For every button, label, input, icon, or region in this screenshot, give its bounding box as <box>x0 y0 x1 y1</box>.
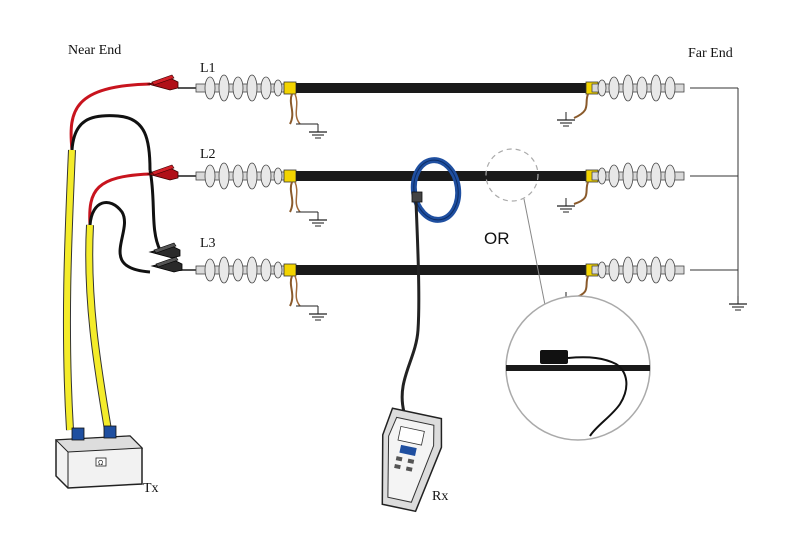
cable-l1 <box>178 74 685 139</box>
transmitter-box-icon: Ω <box>54 425 144 489</box>
far-end-bond <box>690 87 748 311</box>
clamp-probe-icon <box>410 157 462 223</box>
alligator-clip-icon <box>147 74 183 273</box>
rx-label: Rx <box>432 489 448 504</box>
handheld-receiver-icon <box>381 407 443 513</box>
far-end-label: Far End <box>688 46 733 61</box>
near-end-label: Near End <box>68 43 121 58</box>
cable-l3 <box>178 256 685 321</box>
l1-label: L1 <box>200 61 216 76</box>
tx-label: Tx <box>143 481 159 496</box>
or-label: OR <box>484 229 510 248</box>
l3-label: L3 <box>200 236 216 251</box>
rx-cable <box>400 201 421 413</box>
alternative-sensor-detail <box>485 148 651 441</box>
svg-text:Ω: Ω <box>98 460 103 467</box>
tx-leads <box>62 82 162 431</box>
cable-l2 <box>178 162 685 227</box>
l2-label: L2 <box>200 147 216 162</box>
